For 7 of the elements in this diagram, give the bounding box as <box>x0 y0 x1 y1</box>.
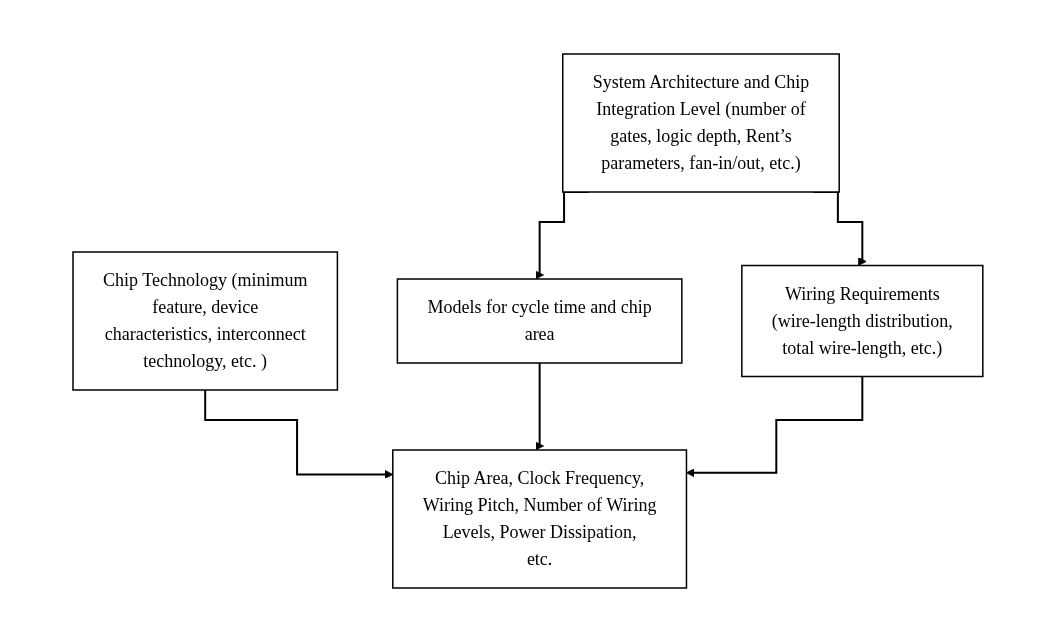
node-box: Wiring Requirements (wire-length distribution, total wire-length, etc.) <box>741 264 984 377</box>
node-box: System Architecture and Chip Integration Level (number of gates, logic depth, Rent’s parameters, fan-in/out, etc.) <box>562 52 841 193</box>
node-box: Chip Area, Clock Frequency, Wiring Pitch, Number of Wiring Levels, Power Dissipation, etc. <box>392 448 688 589</box>
arrow <box>535 361 545 450</box>
arrow <box>686 375 864 477</box>
node-box: Chip Technology (minimum feature, device characteristics, interconnect technology, etc. ) <box>72 250 339 391</box>
node-box: Models for cycle time and chip area <box>396 277 683 364</box>
